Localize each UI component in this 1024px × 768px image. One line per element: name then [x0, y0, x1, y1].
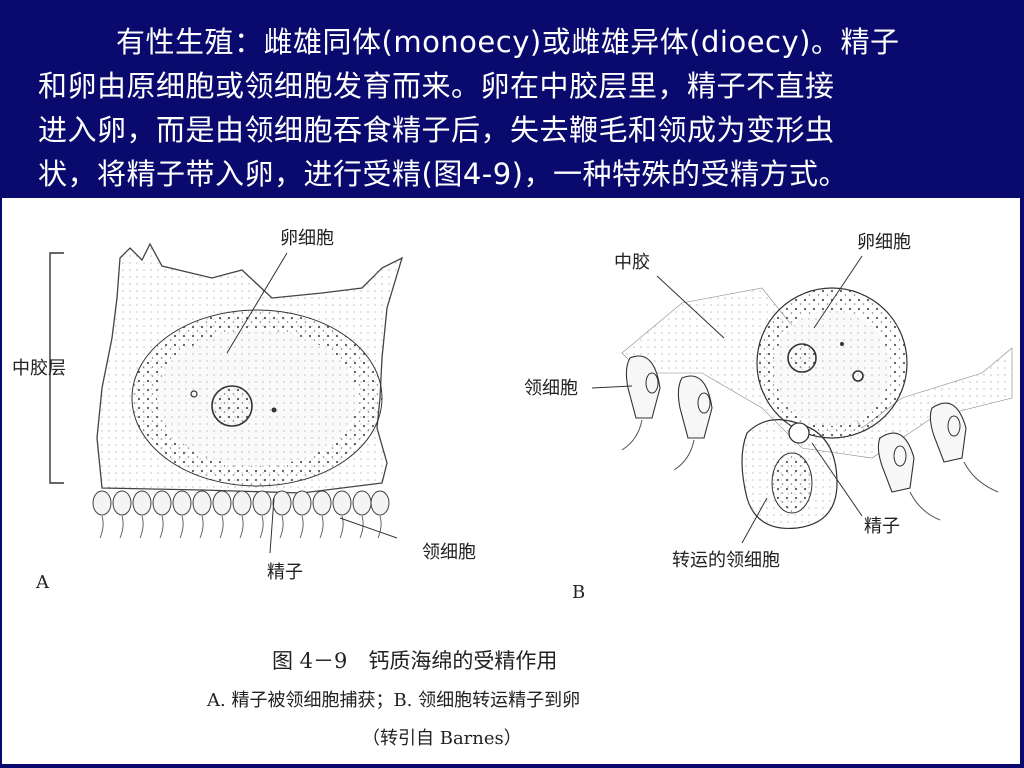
- choanocyte-flagella-a: [99, 515, 382, 539]
- choanocyte-layer-a: [92, 490, 390, 516]
- panel-a-letter: A: [35, 572, 50, 593]
- figure-illustration: 卵细胞 中胶层 领细胞 精子 A: [12, 228, 1013, 749]
- label-choanocyte-b: 领细胞: [524, 378, 578, 399]
- label-mesoglea-a: 中胶层: [12, 358, 66, 379]
- egg-nucleus-b: [787, 343, 817, 373]
- label-mesoglea-b: 中胶: [614, 252, 650, 273]
- panel-b-letter: B: [572, 582, 585, 603]
- captured-sperm: [788, 422, 810, 444]
- paragraph-line-4: 状，将精子带入卵，进行受精(图4-9)，一种特殊的受精方式。: [38, 157, 848, 191]
- choanocytes-b-left: [625, 355, 713, 439]
- label-sperm-b: 精子: [864, 516, 900, 537]
- egg-nucleus-a: [211, 385, 253, 427]
- mesoglea-bracket: [49, 252, 64, 484]
- paragraph-line-3: 进入卵，而是由领细胞吞食精子后，失去鞭毛和领成为变形虫: [38, 113, 835, 147]
- paragraph-text: 有性生殖：雌雄同体(monoecy)或雌雄异体(dioecy)。精子 和卵由原细…: [38, 20, 988, 196]
- label-egg-b: 卵细胞: [857, 232, 911, 253]
- paragraph-line-1: 有性生殖：雌雄同体(monoecy)或雌雄异体(dioecy)。精子: [116, 25, 900, 59]
- panel-a-drawing: [49, 242, 404, 554]
- label-sperm-a: 精子: [267, 562, 303, 583]
- figure-caption-source: （转引自 Barnes）: [362, 728, 522, 749]
- paragraph-line-2: 和卵由原细胞或领细胞发育而来。卵在中胶层里，精子不直接: [38, 69, 835, 103]
- panel-b-drawing: [591, 255, 1013, 544]
- figure-caption-sub: A. 精子被领细胞捕获；B. 领细胞转运精子到卵: [206, 690, 580, 711]
- label-transport-b: 转运的领细胞: [672, 550, 780, 571]
- label-choanocyte-a: 领细胞: [422, 542, 476, 563]
- label-egg-a: 卵细胞: [280, 228, 334, 249]
- figure-sponge-fertilization: 卵细胞 中胶层 领细胞 精子 A: [2, 198, 1020, 764]
- figure-caption-title: 图 4－9 钙质海绵的受精作用: [272, 649, 557, 673]
